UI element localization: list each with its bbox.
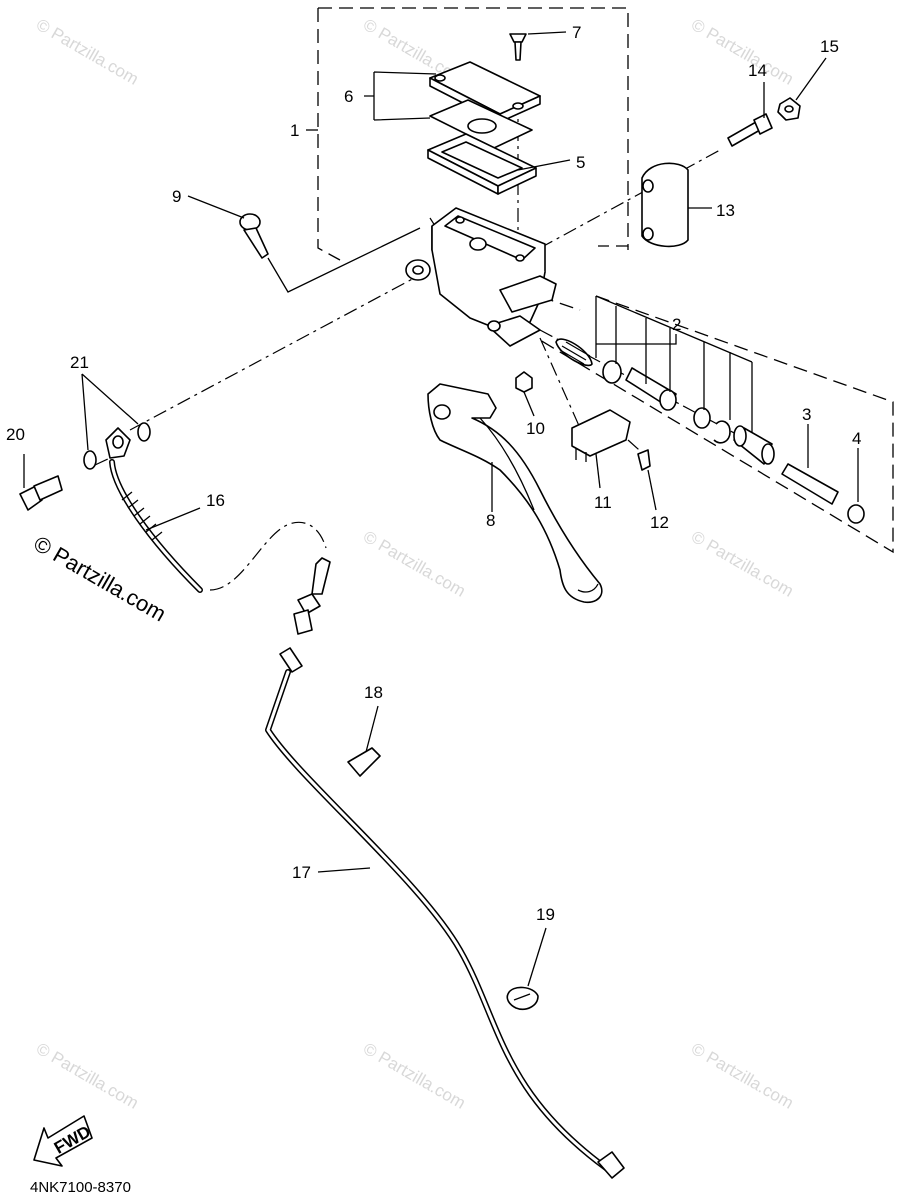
part-switch-11	[571, 409, 631, 462]
callout-7: 7	[572, 23, 581, 42]
watermark-main: © Partzilla.com	[30, 531, 171, 627]
watermark: © Partzilla.com	[33, 15, 142, 89]
callout-3: 3	[802, 405, 811, 424]
callout-20: 20	[6, 425, 25, 444]
callout-1: 1	[290, 121, 299, 140]
watermark: © Partzilla.com	[688, 1039, 797, 1113]
callout-2: 2	[672, 315, 681, 334]
callout-15: 15	[820, 37, 839, 56]
watermark: © Partzilla.com	[360, 527, 469, 601]
fwd-arrow-icon: FWD	[33, 1115, 94, 1167]
callout-18: 18	[364, 683, 383, 702]
callout-12: 12	[650, 513, 669, 532]
part-brake-pipe-17	[265, 647, 625, 1179]
part-piston-kit-2	[555, 295, 775, 465]
callout-14: 14	[748, 61, 767, 80]
watermark: © Partzilla.com	[33, 1039, 142, 1113]
part-master-cylinder-body	[405, 207, 557, 347]
part-union-bolt-20	[19, 475, 63, 511]
part-reservoir-cap-6	[429, 61, 541, 149]
callout-6: 6	[344, 87, 353, 106]
part-gaskets-21	[83, 422, 151, 470]
callout-11: 11	[594, 493, 612, 512]
callout-numbers: 1 2 3 4 5 6 7 8 9 10 11 12 13 14 15 16 1…	[6, 23, 861, 924]
callout-10: 10	[526, 419, 545, 438]
part-gasket-5	[427, 133, 537, 195]
part-nut-15	[777, 97, 801, 121]
callout-9: 9	[172, 187, 181, 206]
callout-4: 4	[852, 429, 861, 448]
part-brake-hose-16	[105, 427, 331, 635]
watermark: © Partzilla.com	[688, 527, 797, 601]
part-holder-clamp-13	[641, 162, 689, 248]
assembly-boundaries	[317, 7, 894, 554]
part-lever-8	[427, 383, 603, 604]
leader-lines	[23, 31, 859, 987]
diagram-code: 4NK7100-8370	[30, 1179, 131, 1196]
part-nut-10	[515, 371, 533, 393]
part-screw-7	[509, 33, 527, 61]
callout-8: 8	[486, 511, 495, 530]
callout-5: 5	[576, 153, 585, 172]
part-screw-12	[637, 449, 651, 471]
part-bolt-9	[239, 213, 269, 259]
callout-17: 17	[292, 863, 311, 882]
part-push-rod-3	[781, 463, 839, 505]
watermark: © Partzilla.com	[688, 15, 797, 89]
part-clamp-19	[506, 986, 539, 1011]
part-bolt-14	[727, 113, 773, 147]
part-boot-4	[847, 504, 865, 524]
watermark: © Partzilla.com	[360, 1039, 469, 1113]
callout-19: 19	[536, 905, 555, 924]
callout-16: 16	[206, 491, 225, 510]
part-clip-18	[347, 747, 381, 777]
callout-21: 21	[70, 353, 89, 372]
callout-13: 13	[716, 201, 735, 220]
